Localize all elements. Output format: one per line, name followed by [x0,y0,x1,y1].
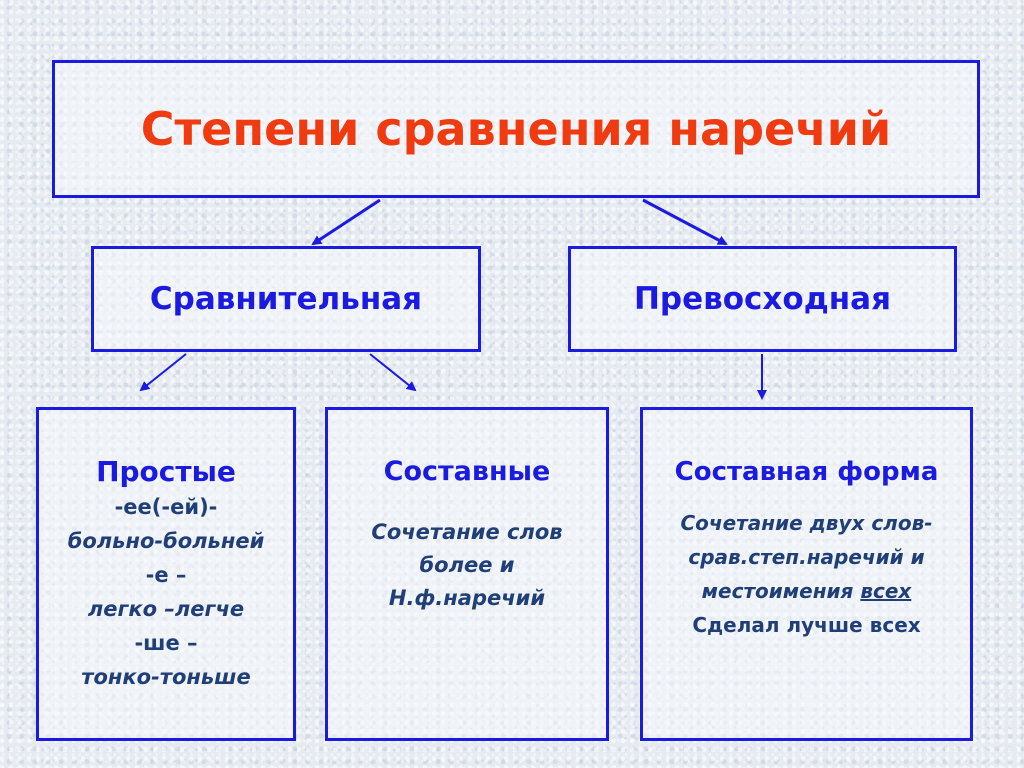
arrow-comparative-to-simple [139,353,187,392]
simple-line-suffix-e: -е – [145,563,187,587]
compound-form-example: Сделал лучше всех [692,613,921,637]
compound-form-line-1: Сочетание двух слов- [680,511,933,535]
simple-line-suffix-ee: -ее(-ей)- [114,495,218,519]
title-box: Степени сравнения наречий [52,60,980,198]
compound-line-3: Н.ф.наречий [388,586,546,610]
simple-line-example-1: больно-больней [67,529,265,553]
compound-box: Составные Сочетание слов более и Н.ф.нар… [325,407,609,741]
arrow-title-to-comparative [311,198,381,246]
simple-line-example-3: тонко-тоньше [81,665,251,689]
arrow-comparative-to-compound [369,353,417,392]
compound-form-line-2: срав.степ.наречий и [688,545,925,569]
simple-line-suffix-she: -ше – [134,631,198,655]
compound-form-heading: Составная форма [674,457,939,487]
compound-form-line-3-underlined: всех [860,579,912,603]
simple-box: Простые -ее(-ей)- больно-больней -е – ле… [36,407,296,741]
comparative-box: Сравнительная [91,246,481,352]
simple-line-example-2: легко –легче [87,597,245,621]
superlative-box: Превосходная [568,246,957,352]
superlative-label: Превосходная [633,281,892,317]
compound-form-line-3: местоимения всех [702,574,912,608]
simple-heading: Простые [96,455,236,488]
comparative-label: Сравнительная [149,281,423,317]
compound-line-1: Сочетание слов [371,520,563,544]
diagram-title: Степени сравнения наречий [140,102,892,156]
compound-form-line-3-prefix: местоимения [701,579,861,603]
compound-form-box: Составная форма Сочетание двух слов- сра… [640,407,973,741]
arrow-title-to-superlative [642,198,728,246]
compound-line-2: более и [419,553,515,577]
compound-heading: Составные [383,456,551,487]
